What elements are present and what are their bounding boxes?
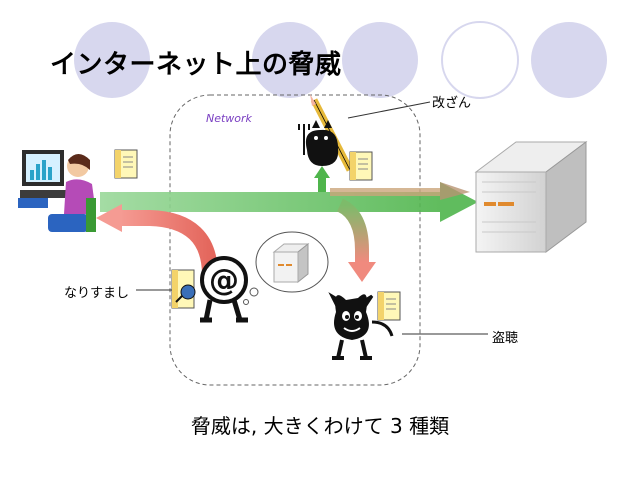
- svg-text:@: @: [209, 263, 239, 298]
- decorative-circle: [531, 22, 607, 98]
- spoof-attacker-icon: @: [200, 256, 248, 323]
- spoofing-label: なりすまし: [64, 286, 130, 301]
- bubble-server-icon: [272, 242, 310, 284]
- network-label: Network: [206, 112, 252, 125]
- spoofing-arrow: [96, 204, 218, 276]
- slide-title: インターネット上の脅威: [50, 50, 342, 80]
- decorative-circles: [74, 21, 607, 99]
- decorative-circle: [74, 22, 150, 98]
- network-boundary: [169, 94, 421, 386]
- decorative-circle: [441, 21, 519, 99]
- user-computer-icon: [18, 150, 96, 232]
- thought-bubble: [243, 231, 329, 305]
- tampered-document-icon: [349, 151, 373, 181]
- eavesdrop-arrow: [336, 198, 376, 282]
- slide-summary: 脅威は, 大きくわけて 3 種類: [190, 414, 450, 438]
- spoof-document-icon: [171, 269, 196, 309]
- eavesdropped-document-icon: [377, 291, 401, 321]
- decorative-circle: [342, 22, 418, 98]
- tamper-attacker-icon: [298, 94, 354, 172]
- eavesdrop-attacker-icon: [328, 292, 394, 360]
- tampering-callout-line: [347, 101, 431, 119]
- tampering-label: 改ざん: [432, 96, 472, 111]
- server-icon: [474, 141, 588, 253]
- eavesdropping-label: 盗聴: [492, 331, 519, 346]
- document-icon: [114, 149, 138, 179]
- decorative-circle: [252, 22, 328, 98]
